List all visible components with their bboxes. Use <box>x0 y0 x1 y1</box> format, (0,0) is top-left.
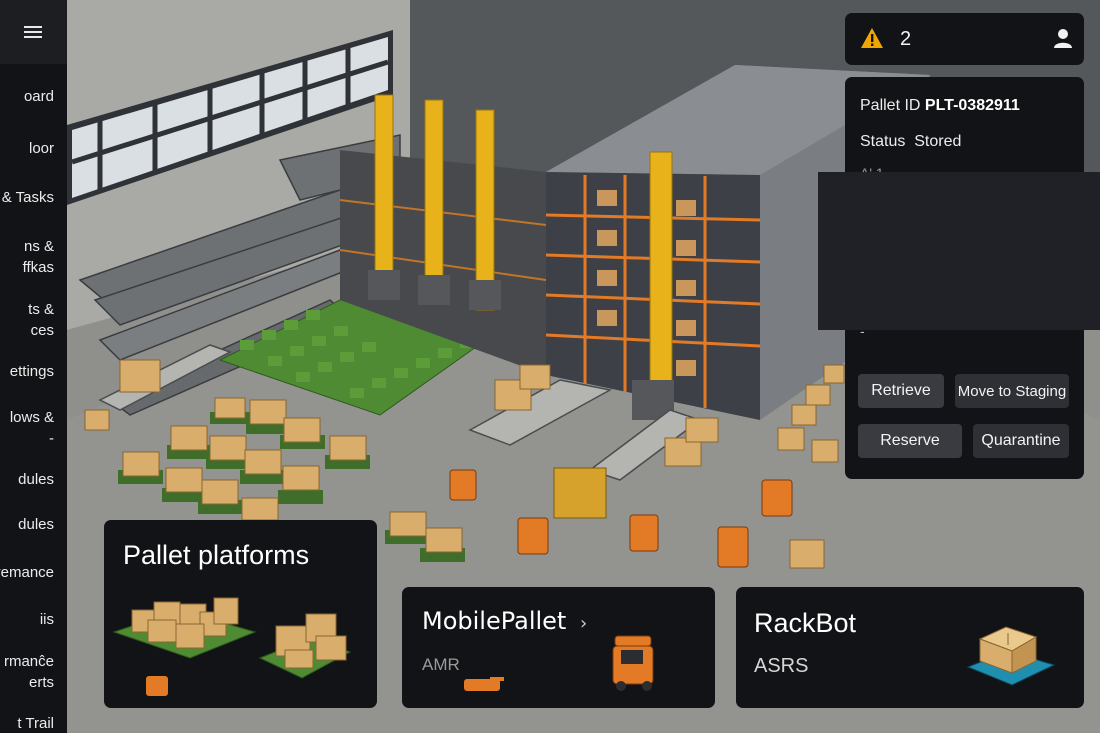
sidebar-item-dashboard[interactable]: oard <box>23 88 54 105</box>
partial-field-text-2: - <box>860 323 865 339</box>
front-conveyors <box>98 344 702 481</box>
card-title: Pallet platforms <box>123 540 310 570</box>
floor-amrs <box>449 469 793 568</box>
sidebar-item-modules[interactable]: dules <box>18 516 54 533</box>
menu-button[interactable] <box>0 0 67 64</box>
sidebar-item-workflows[interactable]: lows & - <box>9 409 54 447</box>
pallet-id-row: Pallet ID PLT-0382911 <box>860 97 1020 115</box>
notification-bar: 2 <box>845 13 1084 65</box>
status-value: Stored <box>914 133 962 150</box>
stacker-crane-masts <box>374 94 673 393</box>
reserve-button[interactable]: Reserve <box>858 424 962 458</box>
card-title: MobilePallet › <box>422 607 587 635</box>
sidebar-item-analytics[interactable]: iis <box>39 611 54 628</box>
sidebar-item-tasks[interactable]: s & Tasks <box>1 189 54 206</box>
sidebar-item-performance-alerts[interactable]: rmanĉe erts <box>3 653 54 691</box>
pallet-boxes <box>84 359 845 569</box>
card-rackbot[interactable]: RackBot ASRS <box>736 587 1084 708</box>
card-title-text: MobilePallet <box>422 607 567 635</box>
card-pallet-platforms[interactable]: Pallet platforms <box>104 520 377 708</box>
occluding-overlay <box>818 172 1100 330</box>
warning-icon[interactable] <box>860 27 884 49</box>
chevron-right-icon: › <box>579 613 588 634</box>
quarantine-button[interactable]: Quarantine <box>973 424 1069 458</box>
status-row: Status Stored <box>860 133 961 151</box>
yellow-cart <box>553 467 607 519</box>
menu-icon <box>24 23 42 41</box>
asrs-illustration <box>966 626 1056 686</box>
retrieve-button[interactable]: Retrieve <box>858 374 944 408</box>
pallet-platforms-illustration <box>112 597 352 696</box>
window-band <box>67 30 393 205</box>
card-title: RackBot <box>754 608 857 638</box>
card-subtitle: AMR <box>422 655 460 674</box>
card-subtitle: ASRS <box>754 655 809 677</box>
sidebar: oard loor s & Tasks ns & ffkas ts & ces … <box>0 0 67 733</box>
card-mobile-pallet[interactable]: MobilePallet › AMR <box>402 587 715 708</box>
forklift-robot-illustration <box>612 635 654 691</box>
alert-count: 2 <box>900 28 912 50</box>
sidebar-item-settings[interactable]: ettings <box>9 363 54 380</box>
amr-illustration <box>464 677 504 691</box>
sidebar-item-audit-trail[interactable]: t Trail <box>17 715 54 732</box>
pallet-id-value: PLT-0382911 <box>924 97 1020 114</box>
sidebar-item-floor[interactable]: loor <box>28 140 54 157</box>
pallet-id-label: Pallet ID <box>860 97 921 114</box>
sidebar-item-stations[interactable]: ns & ffkas <box>22 238 54 276</box>
sidebar-item-schedules[interactable]: dules <box>18 471 54 488</box>
sidebar-item-performance[interactable]: remance <box>0 564 54 581</box>
user-icon[interactable] <box>1052 27 1074 49</box>
move-to-staging-button[interactable]: Move to Staging <box>955 374 1069 408</box>
status-label: Status <box>860 133 906 150</box>
sidebar-item-devices[interactable]: ts & ces <box>28 301 54 339</box>
